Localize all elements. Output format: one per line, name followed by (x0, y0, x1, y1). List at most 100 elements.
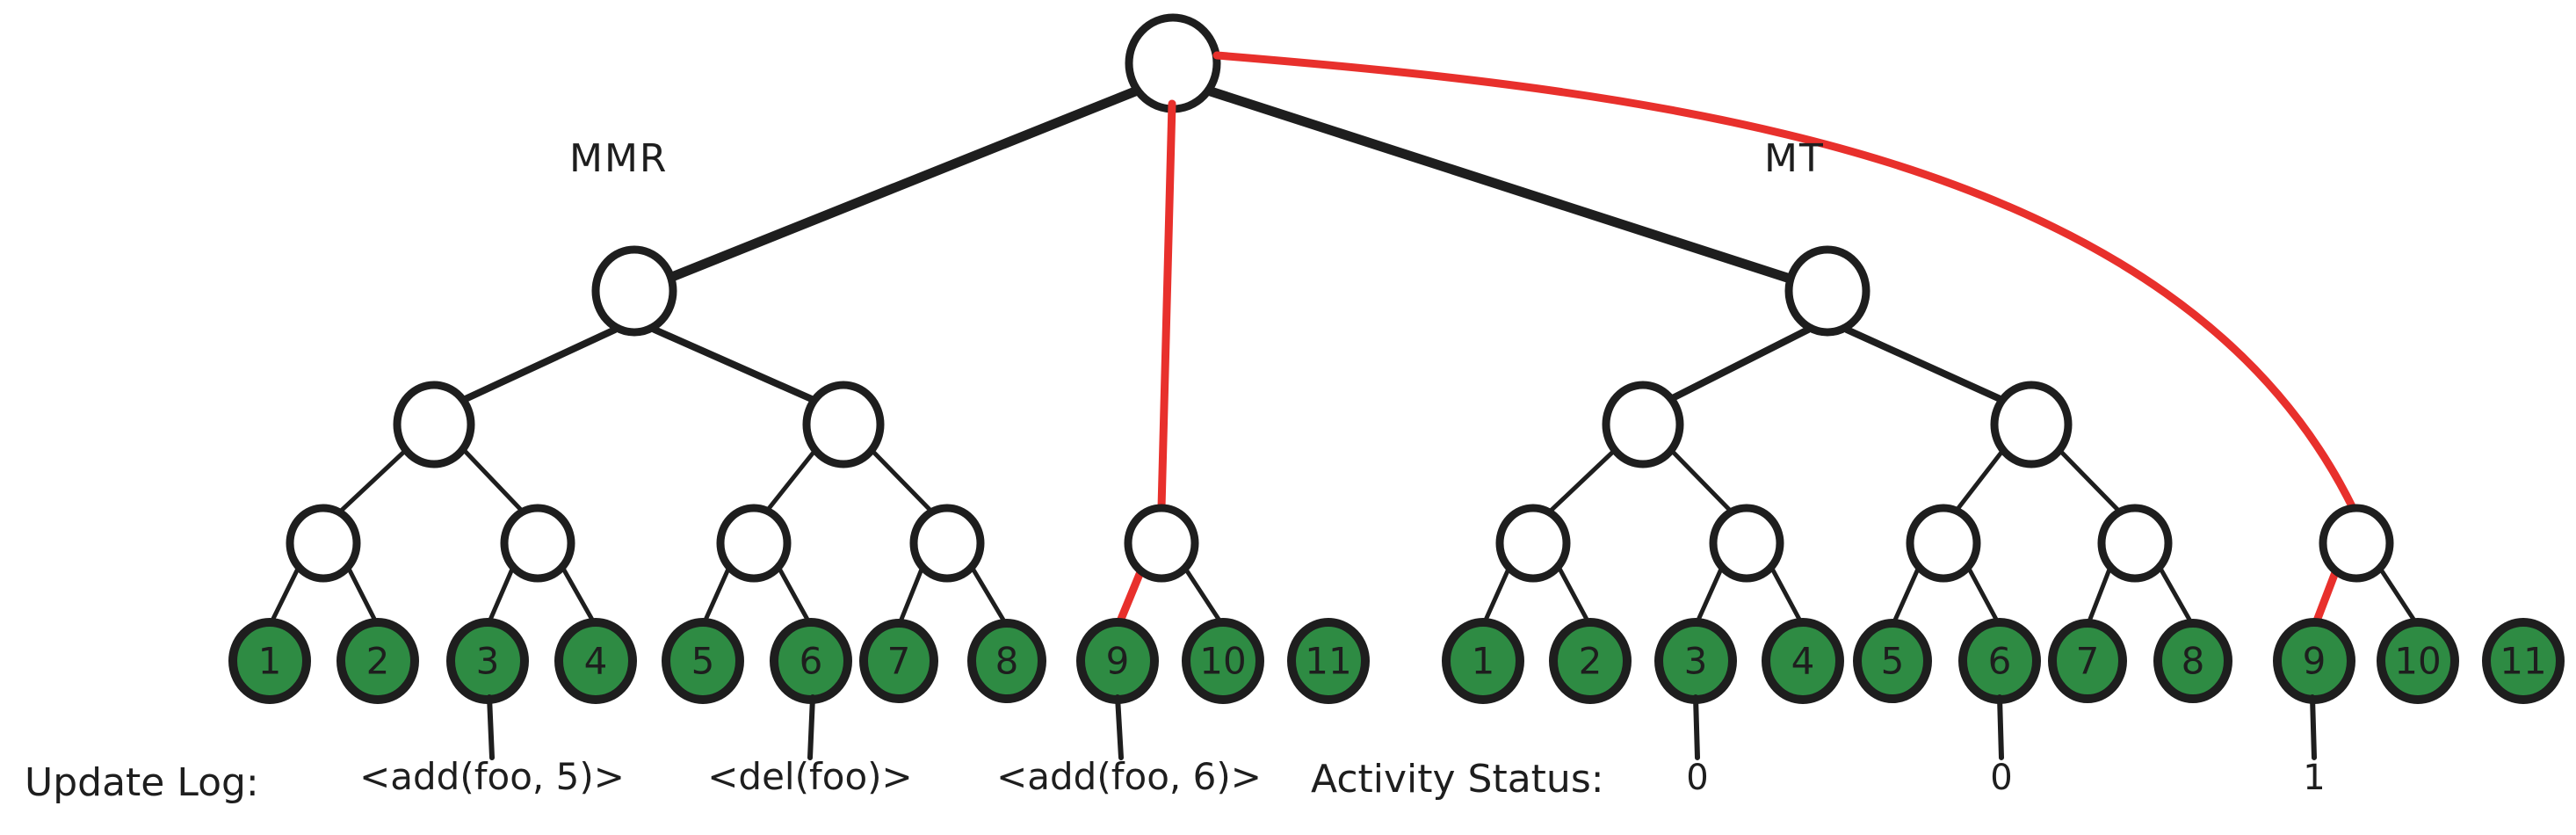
leaf-label: 9 (1106, 640, 1130, 683)
leaf-node: 3 (1654, 618, 1737, 704)
edge-mt-l3d-leaf8 (2157, 564, 2196, 628)
right-tree-inner-nodes (1495, 245, 2394, 583)
activity-status-ticks (1693, 694, 2317, 760)
edge-mmr-l3b-leaf4 (560, 564, 598, 628)
mt-node-l3d (2097, 504, 2173, 583)
edge-mmr-l3d-leaf7 (896, 564, 925, 628)
leaf-node: 8 (2153, 619, 2232, 703)
tick-leaf6 (807, 694, 815, 760)
activity-status-value: 0 (1990, 758, 2012, 798)
leaf-label: 10 (2394, 640, 2441, 683)
leaf-node: 1 (1442, 618, 1524, 704)
update-log-entry: <add(foo, 5)> (359, 755, 625, 798)
leaf-label: 5 (691, 640, 715, 683)
leaf-node: 5 (1853, 619, 1932, 703)
edge-mt-l3a-leaf2 (1556, 564, 1593, 628)
mmr-node-l2a (393, 381, 475, 468)
leaf-label: 10 (1199, 640, 1246, 683)
leaf-node: 7 (2048, 619, 2127, 703)
tick-mt-leaf3 (1693, 694, 1700, 760)
leaf-label: 8 (995, 640, 1019, 683)
leaf-node: 9 (1076, 618, 1159, 704)
edge-root-to-mmr-l1 (645, 86, 1140, 291)
edge-mmr-l3c-leaf6 (776, 564, 814, 628)
leaf-node: 8 (967, 619, 1046, 703)
edge-mmr-p9-leaf10 (1182, 564, 1226, 628)
mt-node-l3b (1709, 504, 1784, 583)
mmr-node-l1 (591, 245, 677, 337)
mt-node-l2b (1990, 381, 2073, 468)
mmr-node-l3c (716, 504, 792, 583)
leaf-label: 11 (2500, 640, 2546, 683)
leaf-node: 2 (336, 618, 419, 704)
update-log-entry: <del(foo)> (707, 755, 913, 798)
leaf-node: 9 (2273, 618, 2355, 704)
leaf-node: 4 (554, 618, 637, 704)
edge-red-root-to-mmr-p9 (1157, 99, 1176, 512)
leaf-node: 7 (859, 619, 938, 703)
leaf-node: 6 (770, 618, 852, 704)
leaf-node: 6 (1958, 618, 2041, 704)
leaf-label: 8 (2182, 640, 2205, 683)
leaf-label: 3 (476, 640, 500, 683)
activity-status-value: 0 (1686, 758, 1708, 798)
tick-leaf3 (487, 694, 495, 760)
leaf-label: 3 (1684, 640, 1708, 683)
leaf-node: 10 (1182, 618, 1264, 704)
leaf-label: 6 (800, 640, 823, 683)
edge-red-mmr-p9-to-leaf9 (1113, 563, 1147, 632)
leaf-label: 11 (1305, 640, 1351, 683)
label-mt: MT (1764, 136, 1825, 181)
mt-node-l2a (1602, 381, 1684, 468)
leaf-node: 10 (2377, 618, 2459, 704)
leaf-label: 2 (1579, 640, 1603, 683)
edge-mmr-l3a-leaf2 (345, 564, 380, 628)
left-tree-inner-nodes (286, 245, 1199, 583)
caption-update-log: Update Log: (25, 760, 259, 805)
caption-activity-status: Activity Status: (1311, 757, 1604, 802)
mt-node-parent-of-9 (2319, 504, 2394, 583)
edge-mmr-l3a-leaf1 (267, 564, 301, 628)
edge-mmr-l3d-leaf8 (969, 564, 1009, 628)
tick-mt-leaf9 (2310, 694, 2317, 760)
edge-root-to-mt-l1 (1205, 86, 1817, 291)
label-mmr: MMR (569, 136, 669, 181)
leaf-node: 4 (1762, 618, 1844, 704)
tick-leaf9 (1115, 694, 1124, 760)
leaf-node: 2 (1549, 618, 1632, 704)
leaf-label: 4 (584, 640, 608, 683)
leaf-label: 5 (1881, 640, 1905, 683)
leaf-label: 7 (887, 640, 911, 683)
mmr-node-l3b (500, 504, 575, 583)
left-tree-edges (267, 86, 1226, 628)
leaf-label: 1 (1472, 640, 1495, 683)
leaf-label: 6 (1988, 640, 2012, 683)
update-log-ticks (487, 694, 1124, 760)
mmr-node-l2b (802, 381, 885, 468)
update-log-entry: <add(foo, 6)> (996, 755, 1262, 798)
leaf-label: 4 (1791, 640, 1815, 683)
leaf-label: 9 (2303, 640, 2326, 683)
left-tree-leaves: 1 2 3 4 5 6 7 8 9 10 11 (228, 618, 1370, 704)
leaf-node: 3 (446, 618, 529, 704)
mmr-node-parent-of-9 (1124, 504, 1199, 583)
mt-node-l3a (1495, 504, 1571, 583)
leaf-node: 1 (228, 618, 311, 704)
activity-status-value: 1 (2303, 758, 2325, 798)
right-highlight-path (1212, 51, 2357, 632)
edge-mt-p9-leaf10 (2377, 564, 2420, 628)
edge-red-mt-p9-to-leaf9 (2310, 563, 2341, 632)
edge-mt-l3c-leaf6 (1965, 564, 2002, 628)
edge-mmr-l3b-leaf3 (485, 564, 516, 628)
edge-mt-l3a-leaf1 (1480, 564, 1512, 628)
tick-mt-leaf6 (1997, 694, 2004, 760)
edge-mt-l3c-leaf5 (1890, 564, 1921, 628)
edge-mt-l3b-leaf4 (1769, 564, 1805, 628)
leaf-node: 11 (1287, 618, 1370, 704)
root-node (1125, 13, 1221, 113)
edge-mt-l3d-leaf7 (2085, 564, 2113, 628)
right-tree-leaves: 1 2 3 4 5 6 7 8 9 10 11 (1442, 618, 2565, 704)
leaf-label: 7 (2076, 640, 2100, 683)
edge-mt-l3b-leaf3 (1693, 564, 1725, 628)
